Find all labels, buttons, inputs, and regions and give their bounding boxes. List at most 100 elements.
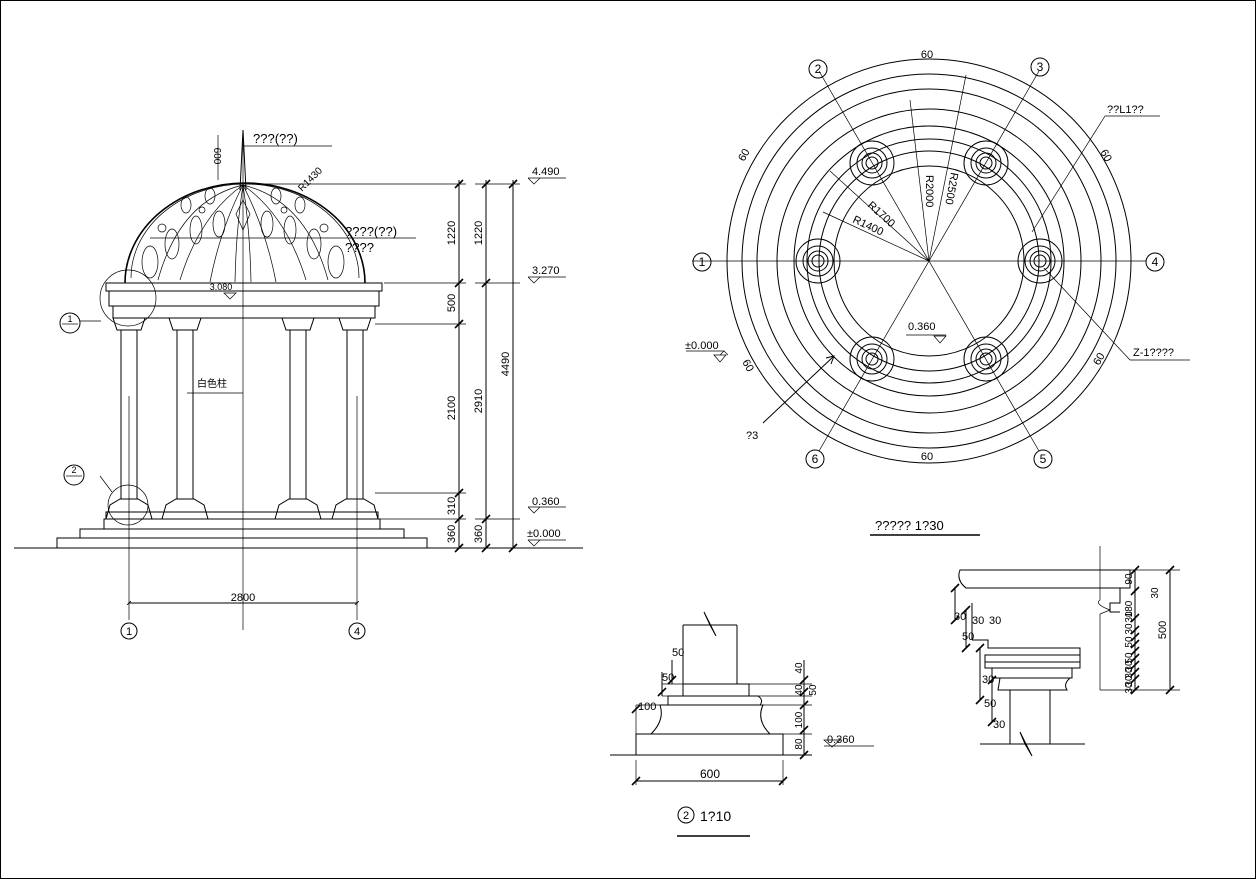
capital-dim-30f: 30	[1124, 623, 1135, 635]
plan-column-5	[963, 336, 1009, 382]
column-capital-detail	[950, 546, 1180, 757]
plan-level-0360: 0.360	[908, 321, 936, 333]
capital-dim-30e: 30	[993, 719, 1005, 731]
radius-r2500: R2500	[942, 171, 959, 205]
base-dim-40a: 40	[794, 662, 805, 674]
dim-left-360: 360	[446, 525, 458, 543]
level-3080-symbol	[223, 292, 237, 300]
plan-column-3	[963, 140, 1009, 186]
column-base-detail	[610, 611, 874, 837]
detail-callout-1-circle	[99, 269, 157, 327]
level-markers	[527, 177, 566, 547]
level-3080: 3.080	[210, 282, 233, 292]
ring-beam	[108, 290, 380, 307]
plan-column-2	[849, 140, 895, 186]
radius-r2000: R2000	[923, 175, 935, 207]
angle-60-bottom: 60	[921, 451, 933, 463]
detail-bubble-2	[63, 464, 85, 486]
dome-label-1: ????(??)	[345, 224, 397, 239]
base-dim-40b: 40	[794, 684, 805, 696]
plan-title: ????? 1?30	[875, 518, 944, 533]
dim-left-310: 310	[446, 497, 458, 515]
dim-mid-360: 360	[473, 525, 485, 543]
angle-60-top: 60	[921, 49, 933, 61]
base-dim-50a: 50	[672, 647, 684, 659]
plan-step-label: ?3	[746, 430, 758, 442]
base-dim-50: 50	[808, 684, 819, 696]
finial-label: ???(??)	[253, 131, 298, 146]
plan-columns	[795, 140, 1063, 382]
level-4490: 4.490	[532, 166, 560, 178]
angle-60-lower-right: 60	[1091, 351, 1108, 368]
dim-mid-2910: 2910	[473, 389, 485, 413]
capital-dim-50c: 50	[1124, 636, 1135, 648]
gazebo-elevation: 2800 1 4 ???(??) 600 R1430 ????(??) ????…	[14, 129, 583, 640]
base-width-600: 600	[700, 767, 720, 781]
capital-dim-30a: 30	[954, 611, 966, 623]
capital-dim-180: 180	[1124, 600, 1135, 617]
plan-column-6	[849, 336, 895, 382]
capital-dim-30d: 30	[982, 674, 994, 686]
svg-text:1: 1	[126, 626, 132, 638]
vertical-dims	[454, 179, 520, 553]
finial-dim: 600	[211, 148, 222, 165]
dome-label-2: ????	[345, 240, 374, 255]
plan-axis-4: 4	[1152, 255, 1159, 269]
capital-dim-30h: 30	[1124, 660, 1135, 672]
dim-left-500: 500	[446, 294, 458, 312]
dim-left-2100: 2100	[446, 396, 458, 420]
capital-dim-50a: 50	[962, 631, 974, 643]
detail-callout-2-circle	[107, 484, 149, 526]
plan-axis-3: 3	[1037, 60, 1044, 74]
beam-label: ??L1??	[1107, 104, 1144, 116]
plan-axis-1: 1	[699, 255, 706, 269]
detail-bubble-1	[59, 312, 81, 334]
capital-dim-outer-30: 30	[1150, 587, 1161, 599]
base-level-0360: 0.360	[827, 734, 855, 746]
capital-dim-30i: 30	[1124, 667, 1135, 679]
plan-axis-2: 2	[815, 62, 822, 76]
angle-60-lower-left: 60	[739, 358, 756, 375]
plan-axis-5: 5	[1040, 452, 1047, 466]
dim-mid-1220: 1220	[473, 221, 485, 245]
angle-60-upper-left: 60	[736, 147, 753, 164]
step-3	[103, 518, 381, 530]
architrave	[112, 305, 376, 319]
gazebo-plan	[686, 58, 1190, 464]
capital-dim-90: 90	[1124, 573, 1135, 585]
column-4	[331, 317, 379, 520]
span-dim: 2800	[231, 592, 255, 604]
axis-bubble-1	[120, 622, 138, 640]
capital-dim-30j: 30	[1124, 675, 1135, 687]
platform	[105, 511, 379, 520]
step-2	[79, 528, 405, 539]
cornice	[105, 282, 383, 292]
capital-dim-50d: 50	[1124, 652, 1135, 664]
column-3	[274, 317, 322, 520]
axis-bubble-4	[348, 622, 366, 640]
base-dim-100: 100	[638, 701, 656, 713]
capital-dim-30k: 30	[1124, 682, 1135, 694]
svg-text:4: 4	[354, 626, 360, 638]
iron-dome	[124, 129, 366, 284]
capital-dim-50b: 50	[984, 698, 996, 710]
step-1	[56, 537, 428, 549]
base-dim-50b: 50	[662, 672, 674, 684]
dim-total-4490: 4490	[500, 352, 512, 376]
column-2	[161, 317, 209, 520]
plan-axis-6: 6	[812, 452, 819, 466]
svg-text:1: 1	[67, 314, 72, 324]
capital-dim-outer-500: 500	[1157, 621, 1169, 639]
capital-dim-30g: 30	[1124, 611, 1135, 623]
angle-60-upper-right: 60	[1097, 148, 1114, 165]
plan-level-0000: ±0.000	[685, 340, 719, 352]
svg-text:2: 2	[71, 465, 76, 475]
capital-dim-30c: 30	[989, 615, 1001, 627]
dim-left-1220: 1220	[446, 221, 458, 245]
base-title-scale: 1?10	[700, 808, 731, 824]
plan-column-4	[1017, 238, 1063, 284]
base-title-number: 2	[683, 810, 689, 822]
